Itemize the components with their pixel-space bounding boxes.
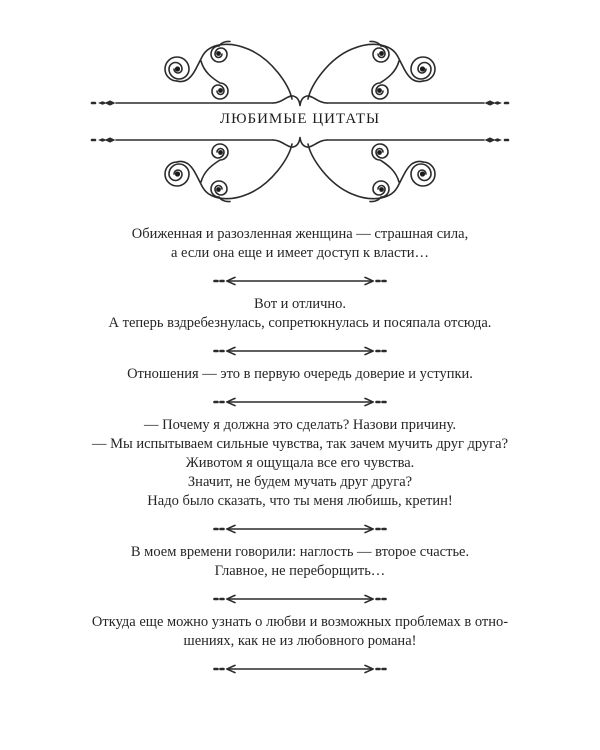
quote-line: а если она еще и имеет доступ к власти… <box>170 245 430 261</box>
quote-block: Отношения — это в первую очередь доверие… <box>80 365 520 384</box>
quote-line: Отношения — это в первую очередь доверие… <box>127 366 473 382</box>
quote-line: В моем времени говорили: наглость — втор… <box>130 544 470 560</box>
quote-divider-icon <box>212 591 388 604</box>
quote-block: Вот и отлично. А теперь вздребезнулась, … <box>80 295 520 333</box>
quote-block: — Почему я должна это сделать? Назови пр… <box>80 416 520 511</box>
quote-line: А теперь вздребезнулась, сопретюкнулась … <box>108 315 492 331</box>
quote-line: Главное, не переборщить… <box>214 563 386 579</box>
quote-line: Значит, не будем мучать друг друга? <box>187 474 413 490</box>
quote-line: Вот и отлично. <box>253 296 347 312</box>
quote-divider-icon <box>212 273 388 286</box>
chapter-header: ЛЮБИМЫЕ ЦИТАТЫ <box>90 35 510 205</box>
quote-line: Животом я ощущала все его чувства. <box>185 455 415 471</box>
quote-divider-icon <box>212 521 388 534</box>
quote-block: В моем времени говорили: наглость — втор… <box>80 543 520 581</box>
quote-line: Откуда еще можно узнать о любви и возмож… <box>91 614 509 630</box>
page-title: ЛЮБИМЫЕ ЦИТАТЫ <box>219 111 381 127</box>
quote-divider-icon <box>212 343 388 356</box>
quote-line: Обиженная и разозленная женщина — страшн… <box>131 226 469 242</box>
quote-line: шениях, как не из любовного романа! <box>183 633 417 649</box>
quote-block: Обиженная и разозленная женщина — страшн… <box>80 225 520 263</box>
quote-block: Откуда еще можно узнать о любви и возмож… <box>80 613 520 651</box>
quote-line: Надо было сказать, что ты меня любишь, к… <box>147 493 453 509</box>
quote-divider-icon <box>212 394 388 407</box>
quote-divider-icon <box>212 661 388 674</box>
quote-line: — Почему я должна это сделать? Назови пр… <box>144 417 456 433</box>
quote-line: — Мы испытываем сильные чувства, так зач… <box>91 436 509 452</box>
quotes-list: Обиженная и разозленная женщина — страшн… <box>80 225 520 674</box>
